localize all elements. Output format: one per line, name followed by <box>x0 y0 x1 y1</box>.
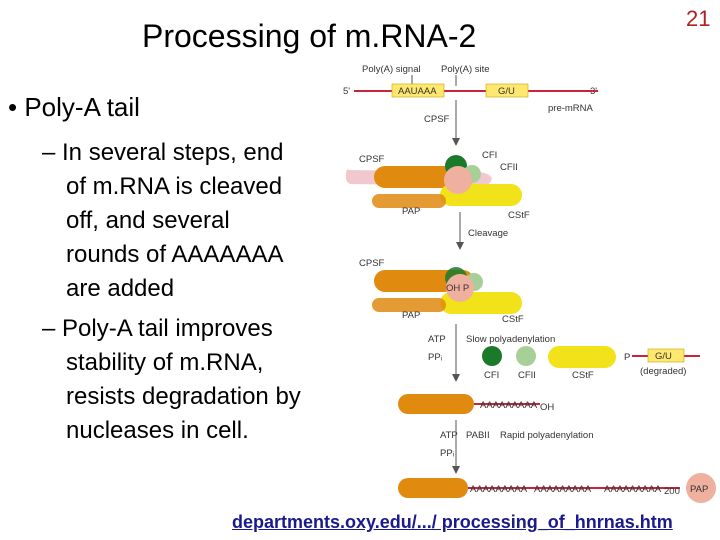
polya-signal-label: Poly(A) signal <box>362 64 421 75</box>
rapid-polyadenylation-label: Rapid polyadenylation <box>500 430 593 441</box>
sub-bullet-steps: – In several steps, end of m.RNA is clea… <box>42 136 342 306</box>
cstf-label: CStF <box>508 210 530 221</box>
sub-bullet-line: are added <box>66 275 175 302</box>
count-200-label: 200 <box>664 486 680 497</box>
cstf-label: CStF <box>502 314 524 325</box>
sub-bullet-line: – Poly-A tail improves <box>42 315 273 342</box>
ppi-label: PPᵢ <box>428 352 443 363</box>
pre-mrna-label: pre-mRNA <box>548 103 594 114</box>
pap-label: PAP <box>402 206 420 217</box>
gu-label: G/U <box>655 351 672 362</box>
cpsf-label: CPSF <box>359 154 385 165</box>
bullet-poly-a-tail: • Poly-A tail <box>8 92 140 122</box>
cfii-label: CFII <box>500 162 518 173</box>
degraded-label: (degraded) <box>640 366 686 377</box>
atp-label: ATP <box>428 334 446 345</box>
gu-label: G/U <box>498 86 515 97</box>
pink-factor <box>446 274 474 302</box>
source-link[interactable]: departments.oxy.edu/.../ processing_of_h… <box>232 512 673 532</box>
cfi-label: CFI <box>482 150 497 161</box>
polya-short-label: AAAAAAAAA <box>480 400 538 411</box>
sub-bullet-line: stability of m.RNA, <box>66 349 264 376</box>
cpsf-label: CPSF <box>359 258 385 269</box>
sub-bullet-line: nucleases in cell. <box>66 417 249 444</box>
sub-bullet-line: of m.RNA is cleaved <box>66 173 283 200</box>
cpsf-arrow-label: CPSF <box>424 114 450 125</box>
pap-protein <box>372 298 446 312</box>
aauaaa-label: AAUAAA <box>398 86 437 97</box>
pap-protein <box>372 194 446 208</box>
free-pap <box>686 473 716 503</box>
atp-label: ATP <box>440 430 458 441</box>
cleavage-label: Cleavage <box>468 228 508 239</box>
polya-long-label: AAAAAAAAA <box>604 484 662 495</box>
polya-long-label: AAAAAAAAA <box>534 484 592 495</box>
five-prime-label: 5' <box>343 86 350 97</box>
oh-label: OH <box>540 402 554 413</box>
oh-p-label: OH P <box>446 283 469 294</box>
gu-box <box>485 83 529 98</box>
polya-long-label: AAAAAAAAA <box>470 484 528 495</box>
sub-bullet-line: resists degradation by <box>66 383 301 410</box>
pap-label: PAP <box>402 310 420 321</box>
cstf-protein <box>548 346 616 368</box>
cfii-protein <box>516 346 536 366</box>
pabii-label: PABII <box>466 430 490 441</box>
ppi-label: PPᵢ <box>440 448 455 459</box>
cfi-protein <box>482 346 502 366</box>
slide-title: Processing of m.RNA-2 <box>142 18 477 54</box>
cfi-label: CFI <box>484 370 499 381</box>
pap-protein <box>398 478 468 498</box>
slow-polyadenylation-label: Slow polyadenylation <box>466 334 555 345</box>
cfii-label: CFII <box>518 370 536 381</box>
gu-box <box>647 348 685 363</box>
sub-bullet-line: – In several steps, end <box>42 139 284 166</box>
sub-bullet-stability: – Poly-A tail improves stability of m.RN… <box>42 312 348 448</box>
p-label: P <box>624 352 630 363</box>
polya-site-label: Poly(A) site <box>441 64 490 75</box>
pap-protein <box>398 394 474 414</box>
pink-factor <box>444 166 472 194</box>
pap-label: PAP <box>690 484 708 495</box>
sub-bullet-line: rounds of AAAAAAA <box>66 241 284 268</box>
sub-bullet-line: off, and several <box>66 207 230 234</box>
aauaaa-box <box>391 83 445 98</box>
cstf-label: CStF <box>572 370 594 381</box>
page-number: 21 <box>686 6 711 31</box>
